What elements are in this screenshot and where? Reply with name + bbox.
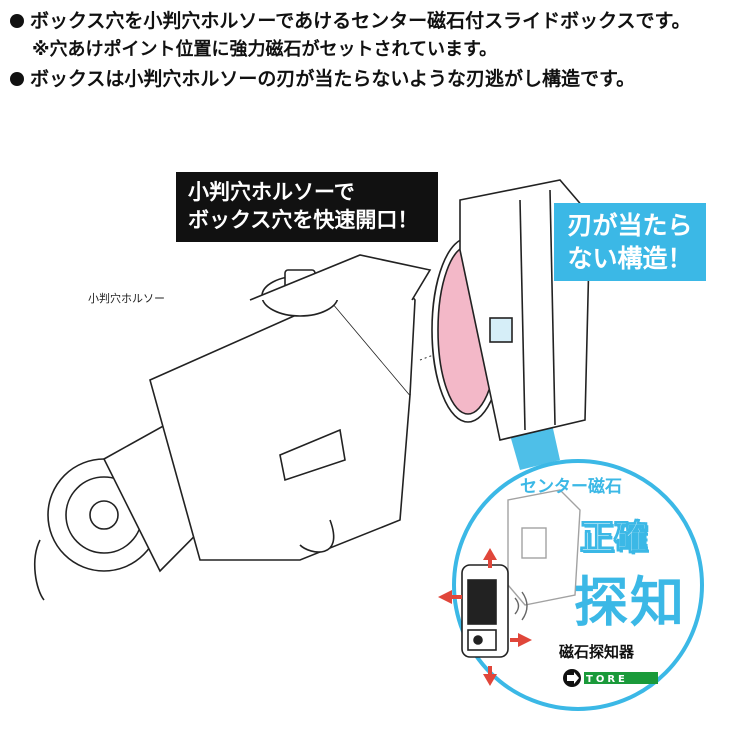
- bullet-dot-icon: [10, 72, 24, 86]
- callout-no-blade-contact: 刃が当たら ない構造！: [554, 203, 706, 281]
- brand-logo-icon: TORE: [563, 669, 658, 687]
- signal-wave-icon: [514, 591, 528, 621]
- bullet-note: ※穴あけポイント位置に強力磁石がセットされています。: [32, 39, 498, 60]
- callout-cyan-line-1: 刃が当たら: [567, 211, 693, 240]
- bullet-dot-icon: [10, 14, 24, 28]
- arrow-up-icon: [483, 548, 497, 560]
- arrow-left-icon: [438, 590, 452, 604]
- detect-label: 探知: [574, 571, 686, 634]
- bullet-1-text: ボックス穴を小判穴ホルソーであけるセンター磁石付スライドボックスです。: [30, 10, 691, 32]
- arrow-down-icon: [483, 674, 497, 686]
- accurate-label: 正確: [580, 518, 649, 559]
- callout-quick-opening: 小判穴ホルソーで ボックス穴を快速開口！: [176, 172, 438, 242]
- callout-black-line-2: ボックス穴を快速開口！: [188, 208, 419, 232]
- callout-cyan-line-2: ない構造！: [567, 244, 693, 273]
- center-magnet-label: センター磁石: [520, 477, 622, 497]
- bullet-list: ボックス穴を小判穴ホルソーであけるセンター磁石付スライドボックスです。 ※穴あけ…: [10, 6, 745, 94]
- arrow-icons: [438, 548, 532, 686]
- bullet-1: ボックス穴を小判穴ホルソーであけるセンター磁石付スライドボックスです。: [10, 6, 745, 36]
- brand-logo-text: TORE: [586, 674, 628, 685]
- magnet-detector-device-icon: [461, 564, 509, 658]
- arrow-right-icon: [518, 633, 532, 647]
- box-inside-circle-icon: [507, 489, 581, 606]
- saw-label: 小判穴ホルソー: [88, 292, 165, 305]
- hole-saw-drill-icon: [34, 254, 432, 601]
- bullet-2: ボックスは小判穴ホルソーの刃が当たらないような刃逃がし構造です。: [10, 64, 745, 94]
- bullet-2-text: ボックスは小判穴ホルソーの刃が当たらないような刃逃がし構造です。: [30, 68, 636, 90]
- detector-label: 磁石探知器: [559, 643, 635, 661]
- callout-black-line-1: 小判穴ホルソーで: [188, 180, 355, 204]
